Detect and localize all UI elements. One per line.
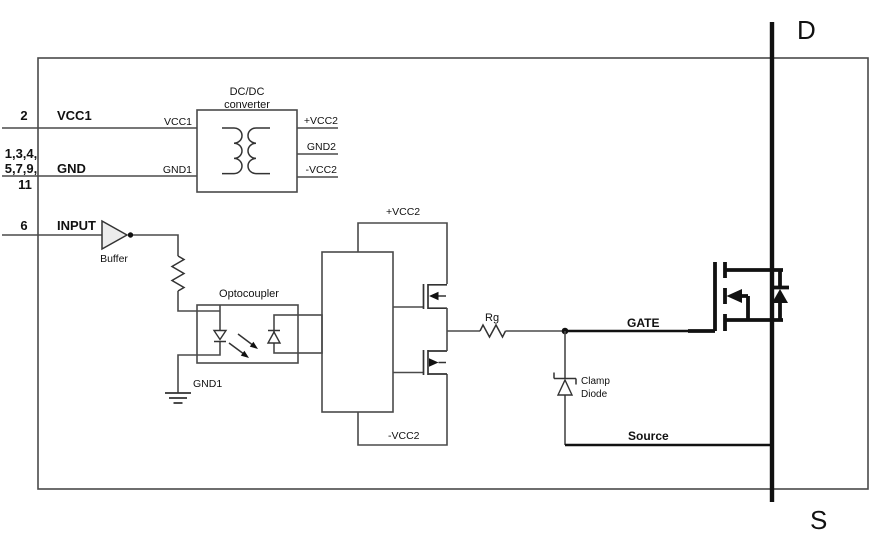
gnd1-label: GND1 <box>193 378 222 390</box>
dcdc-title-line1: DC/DC <box>230 86 265 98</box>
gnd2-terminal-label: GND2 <box>307 141 336 153</box>
pos-rail-label: +VCC2 <box>386 206 420 218</box>
power-mosfet-body-arrow <box>726 289 742 303</box>
gnd-pin-numbers-line1: 1,3,4, <box>5 146 38 161</box>
dcdc-title-line2: converter <box>224 99 270 111</box>
output-node-wire <box>446 308 480 351</box>
pin-number-vcc1: 2 <box>20 108 27 123</box>
neg-rail-label: -VCC2 <box>388 430 420 442</box>
buffer-label: Buffer <box>100 253 128 265</box>
transformer-secondary-coil <box>247 127 270 175</box>
dcdc-output-stub-wires <box>297 127 338 178</box>
gate-label: GATE <box>627 316 659 330</box>
vcc1-pin-label: VCC1 <box>57 108 92 123</box>
plus-vcc2-terminal-label: +VCC2 <box>304 115 338 127</box>
pmos-transistor <box>422 283 447 310</box>
gnd-pin-numbers-line3: 11 <box>18 177 32 192</box>
module-boundary-box <box>37 57 869 490</box>
led-anode-wire <box>177 291 220 312</box>
clamp-diode-symbol <box>553 372 577 396</box>
push-pull-gate-wires <box>393 306 424 374</box>
dcdc-converter-box <box>196 109 298 193</box>
nmos-transistor <box>422 350 447 375</box>
optocoupler-box <box>196 304 299 364</box>
neg-rail-wire <box>357 374 448 446</box>
rg-label: Rg <box>485 312 499 324</box>
optocoupler-label: Optocoupler <box>219 288 279 300</box>
gnd-pin-label: GND <box>57 161 86 176</box>
gate-resistor <box>479 323 507 339</box>
gnd1-ground-symbol <box>165 392 191 404</box>
led-diode <box>212 329 228 341</box>
light-emission-arrows <box>228 333 258 358</box>
transformer-primary-coil <box>222 127 243 175</box>
gnd-pin-numbers-line2: 5,7,9, <box>5 161 38 176</box>
buffer-inverter-bubble <box>127 232 134 238</box>
led-series-resistor <box>170 255 186 292</box>
buffer-triangle <box>101 219 129 251</box>
pos-rail-wire <box>357 222 448 284</box>
clamp-diode-label-line2: Diode <box>581 389 608 400</box>
led-wire <box>177 305 221 393</box>
power-mosfet <box>688 262 789 333</box>
buffer-output-wire <box>133 234 179 256</box>
source-label: Source <box>628 429 669 443</box>
body-diode <box>772 289 788 303</box>
minus-vcc2-terminal-label: -VCC2 <box>305 164 337 176</box>
clamp-diode-label-line1: Clamp <box>581 376 610 387</box>
drain-terminal-label: D <box>797 15 816 45</box>
dcdc-gnd1-terminal-label: GND1 <box>163 164 192 176</box>
dcdc-vcc1-terminal-label: VCC1 <box>164 116 192 128</box>
photodiode <box>266 330 282 344</box>
pin-number-input: 6 <box>20 218 27 233</box>
power-mosfet-body-lead <box>741 294 750 320</box>
input-pin-label: INPUT <box>57 218 96 233</box>
source-terminal-label: S <box>810 505 827 535</box>
